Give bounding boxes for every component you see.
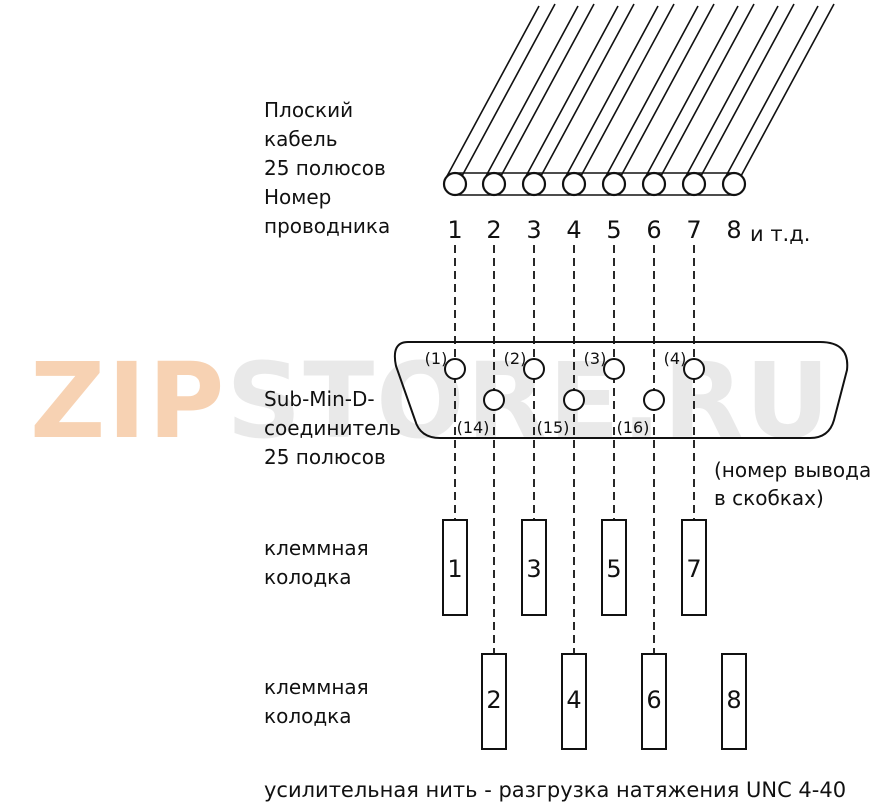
- upper-terminal-number-4: 7: [686, 555, 701, 583]
- wire-connections: [454, 245, 695, 654]
- upper-terminal-number-2: 3: [526, 555, 541, 583]
- lower-terminal-number-1: 2: [486, 686, 501, 714]
- pin-upper-label-4: (4): [664, 349, 687, 368]
- pin-lower-3: [643, 389, 665, 411]
- conductor-number-8: 8: [726, 216, 741, 244]
- pin-lower-label-1: (14): [457, 418, 490, 437]
- conductor-number-4: 4: [566, 216, 581, 244]
- sub-d-connector-shell: [393, 341, 849, 439]
- cable-label-line1: Плоский: [264, 98, 354, 122]
- lower-block-label-line2: колодка: [264, 704, 352, 728]
- terminal-block-upper-label: клеммная колодка: [264, 534, 369, 592]
- pin-upper-label-1: (1): [425, 349, 448, 368]
- flat-cable-wires: [445, 3, 835, 196]
- etc-label: и т.д.: [750, 222, 811, 246]
- pin-upper-label-3: (3): [584, 349, 607, 368]
- pin-upper-1: [444, 358, 466, 380]
- pin-note-line2: в скобках): [714, 486, 824, 510]
- lower-terminal-number-3: 6: [646, 686, 661, 714]
- pin-upper-3: [603, 358, 625, 380]
- conductor-number-5: 5: [606, 216, 621, 244]
- lower-terminal-number-2: 4: [566, 686, 581, 714]
- conductor-1: [442, 171, 468, 197]
- upper-terminal-block-1: [442, 519, 468, 616]
- conductor-number-1: 1: [447, 216, 462, 244]
- upper-block-label-line1: клеммная: [264, 536, 369, 560]
- lower-terminal-number-4: 8: [726, 686, 741, 714]
- pin-lower-1: [483, 389, 505, 411]
- cable-label: Плоский кабель 25 полюсов Номер проводни…: [264, 96, 390, 241]
- pin-lower-label-2: (15): [537, 418, 570, 437]
- pin-upper-label-2: (2): [504, 349, 527, 368]
- conductor-6: [641, 171, 667, 197]
- conductor-number-2: 2: [486, 216, 501, 244]
- cable-label-line5: проводника: [264, 214, 391, 238]
- lower-terminal-block-4: [721, 653, 747, 750]
- lower-block-label-line1: клеммная: [264, 675, 369, 699]
- connector-label-line2: соединитель: [264, 416, 401, 440]
- conductor-4: [561, 171, 587, 197]
- lower-terminal-block-2: [561, 653, 587, 750]
- footer-note: усилительная нить - разгрузка натяжения …: [264, 778, 847, 802]
- flat-cable-conductors: [442, 171, 747, 197]
- conductor-5: [601, 171, 627, 197]
- connector-label-line3: 25 полюсов: [264, 445, 386, 469]
- conductor-number-3: 3: [526, 216, 541, 244]
- pin-lower-label-3: (16): [617, 418, 650, 437]
- conductor-number-7: 7: [686, 216, 701, 244]
- cable-label-line4: Номер: [264, 185, 332, 209]
- conductor-2: [481, 171, 507, 197]
- conductor-8: [721, 171, 747, 197]
- pin-note: (номер вывода в скобках): [714, 456, 871, 512]
- pin-lower-2: [563, 389, 585, 411]
- lower-terminal-block-1: [481, 653, 507, 750]
- conductor-number-6: 6: [646, 216, 661, 244]
- cable-label-line3: 25 полюсов: [264, 156, 386, 180]
- upper-terminal-block-2: [521, 519, 547, 616]
- terminal-blocks: 1 3 5 7 2 4 6 8: [442, 519, 747, 750]
- terminal-block-lower-label: клеммная колодка: [264, 673, 369, 731]
- upper-terminal-number-1: 1: [447, 555, 462, 583]
- conductor-3: [521, 171, 547, 197]
- conductor-7: [681, 171, 707, 197]
- cable-label-line2: кабель: [264, 127, 338, 151]
- pin-upper-2: [523, 358, 545, 380]
- connector-label-line1: Sub-Min-D-: [264, 387, 375, 411]
- connector-pins: (1) (2) (3) (4) (14) (15) (16): [425, 349, 705, 437]
- upper-terminal-number-3: 5: [606, 555, 621, 583]
- pin-upper-4: [683, 358, 705, 380]
- connector-label: Sub-Min-D- соединитель 25 полюсов: [264, 385, 401, 472]
- upper-block-label-line2: колодка: [264, 565, 352, 589]
- lower-terminal-block-3: [641, 653, 667, 750]
- watermark-left: ZIP: [30, 340, 227, 462]
- upper-terminal-block-3: [601, 519, 627, 616]
- pin-note-line1: (номер вывода: [714, 458, 872, 482]
- upper-terminal-block-4: [681, 519, 707, 616]
